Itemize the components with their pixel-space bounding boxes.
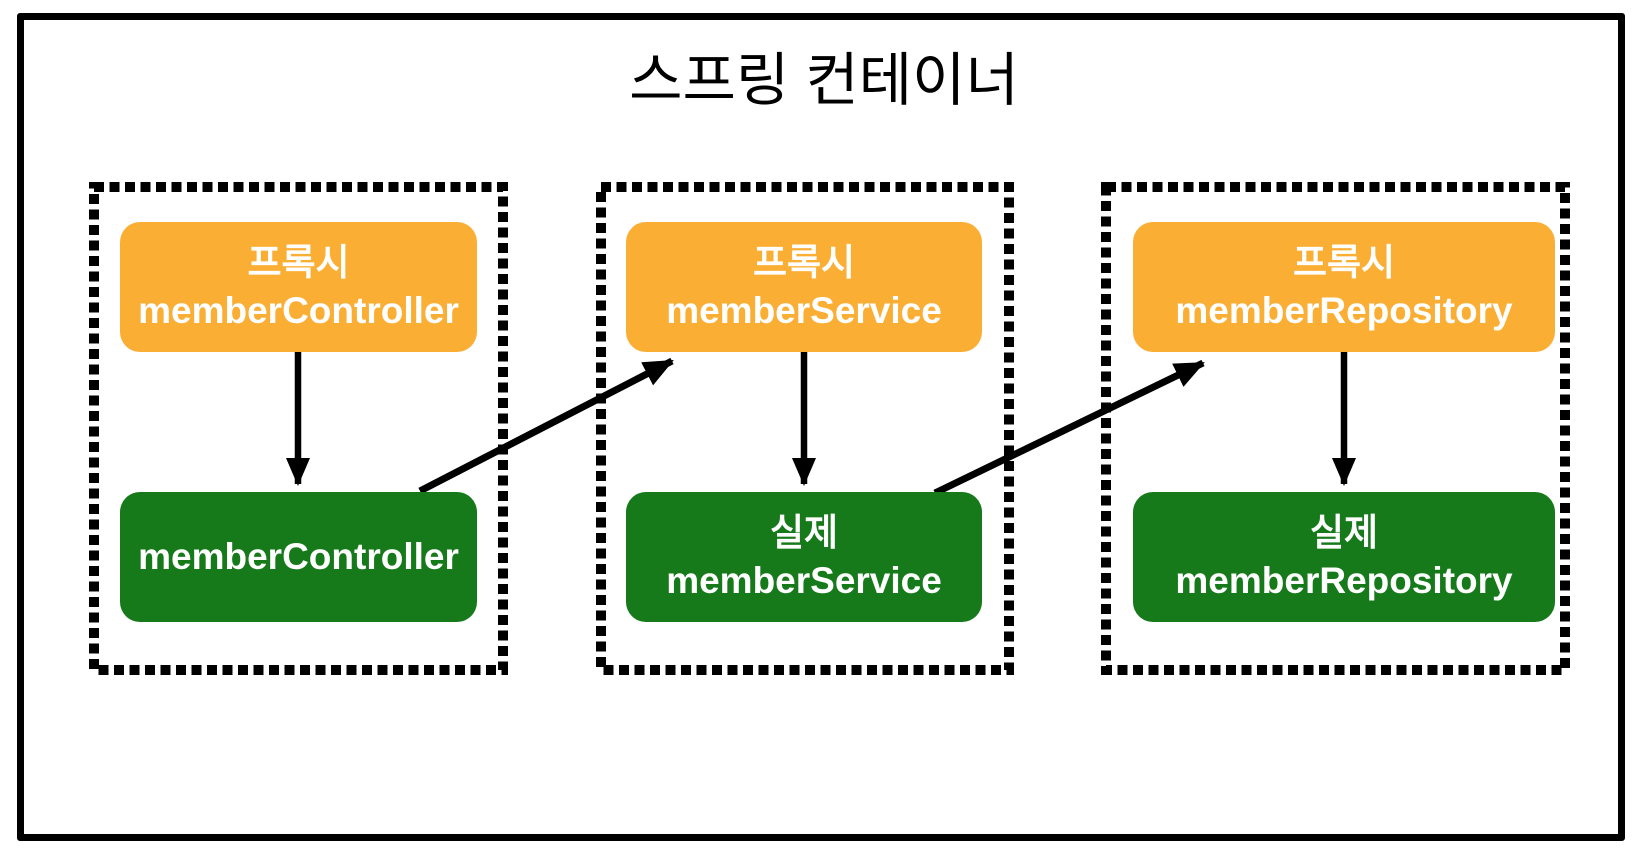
node-label-en: memberController	[138, 536, 459, 577]
arrow-real-controller-to-proxy-service	[418, 357, 674, 495]
node-label-en: memberRepository	[1175, 560, 1513, 601]
group-dotted-border-controller	[89, 182, 508, 675]
node-label-ko: 프록시	[752, 242, 856, 283]
node-label-ko: 프록시	[1292, 242, 1396, 283]
node-real-membercontroller: memberController	[120, 492, 477, 622]
arrow-real-service-to-proxy-repository	[933, 359, 1205, 497]
node-real-memberservice: 실제 memberService	[626, 492, 982, 622]
node-proxy-memberrepository: 프록시 memberRepository	[1133, 222, 1555, 352]
group-dotted-border-repository	[1101, 182, 1570, 675]
node-label-en: memberRepository	[1175, 290, 1513, 331]
node-proxy-memberservice: 프록시 memberService	[626, 222, 982, 352]
node-proxy-membercontroller: 프록시 memberController	[120, 222, 477, 352]
node-label-ko: 실제	[769, 512, 839, 553]
container-border	[17, 13, 1625, 841]
node-label-en: memberService	[666, 560, 942, 601]
node-real-memberrepository: 실제 memberRepository	[1133, 492, 1555, 622]
node-label-en: memberService	[666, 290, 942, 331]
diagram-title: 스프링 컨테이너	[629, 48, 1019, 113]
group-dotted-border-service	[596, 182, 1014, 675]
node-label-ko: 실제	[1309, 512, 1379, 553]
node-label-en: memberController	[138, 290, 459, 331]
node-label-ko: 프록시	[247, 242, 350, 283]
